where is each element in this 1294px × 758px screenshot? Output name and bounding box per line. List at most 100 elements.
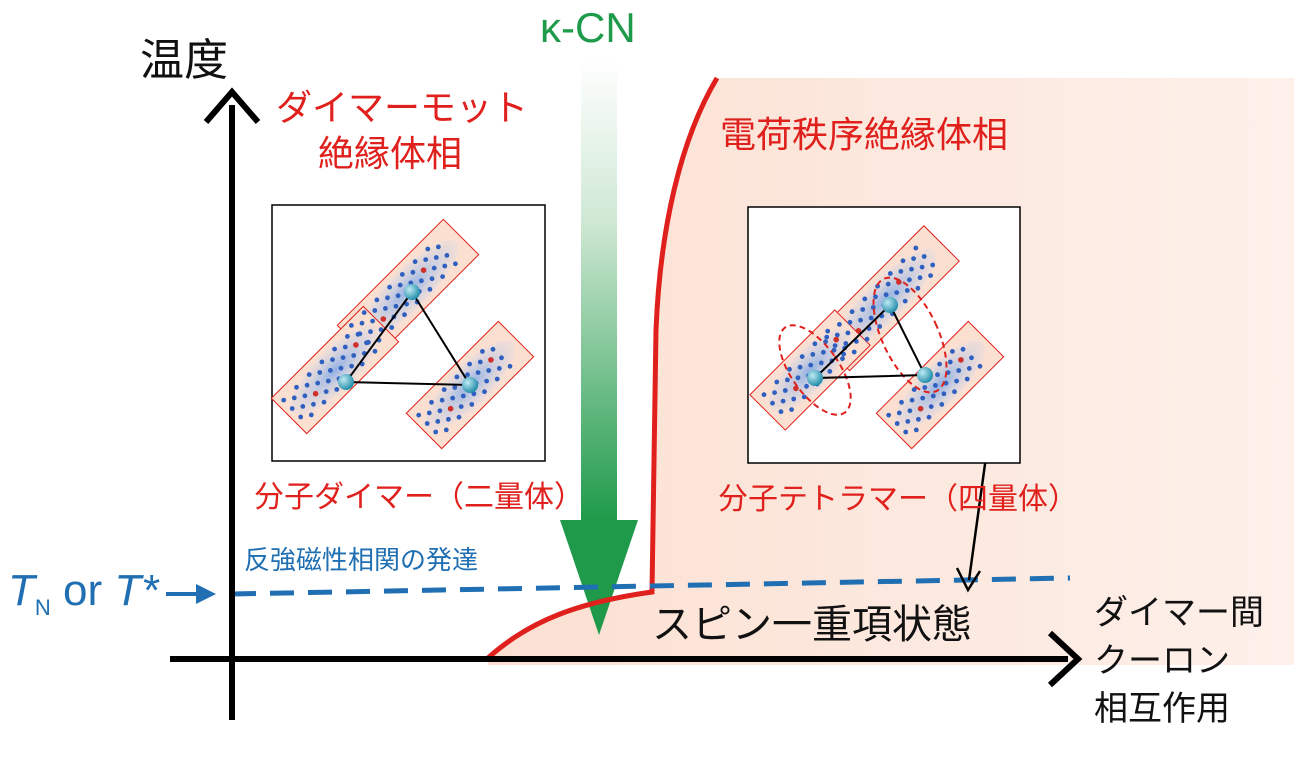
molecule-atom	[833, 336, 839, 343]
molecule-atom	[827, 369, 833, 374]
molecule-atom	[484, 378, 489, 384]
molecule-atom	[454, 374, 460, 380]
molecule-atom	[494, 376, 500, 382]
molecule-atom	[364, 340, 369, 346]
molecule-atom	[298, 414, 304, 420]
molecule-atom	[840, 356, 845, 362]
molecule-atom	[397, 282, 403, 288]
molecule-atom	[304, 382, 310, 388]
molecule-atom	[374, 297, 380, 303]
x-axis-label-line3: 相互作用	[1094, 689, 1230, 729]
molecule-atom	[426, 410, 432, 416]
dimer-mott-phase-label-line1: ダイマーモット	[276, 88, 529, 129]
molecule-atom	[312, 390, 319, 397]
molecule-atom	[824, 334, 830, 340]
molecule-atom	[898, 269, 904, 274]
molecule-atom	[896, 279, 902, 285]
molecule-atom	[389, 325, 395, 330]
molecule-atom	[941, 391, 947, 397]
molecule-atom	[913, 245, 919, 251]
molecule-atom	[868, 315, 874, 321]
molecule-atom	[471, 391, 477, 397]
molecule-atom	[490, 346, 496, 352]
molecule-atom	[444, 253, 450, 258]
molecule-atom	[899, 399, 904, 405]
molecule-atom	[467, 361, 472, 367]
molecule-atom	[958, 357, 964, 363]
x-axis	[170, 630, 1083, 688]
molecule-atom	[452, 385, 458, 390]
molecule-atom	[425, 246, 431, 252]
molecule-atom	[837, 322, 842, 327]
afm-correlation-label: 反強磁性相関の発達	[244, 546, 479, 576]
molecule-atom	[935, 372, 940, 378]
molecule-atom	[862, 296, 868, 302]
molecule-atom	[338, 365, 344, 371]
molecule-atom	[922, 385, 928, 390]
tn-marker-arrow	[166, 584, 216, 604]
molecule-atom	[412, 259, 418, 265]
molecule-atom	[896, 410, 902, 416]
molecule-atom	[883, 292, 889, 298]
molecule-atom	[419, 278, 424, 284]
molecule-atom	[791, 396, 797, 402]
molecule-atom	[349, 323, 354, 328]
molecule-atom	[306, 372, 312, 377]
molecule-atom	[372, 308, 378, 313]
molecule-atom	[429, 276, 435, 282]
molecule-atom	[887, 271, 893, 276]
molecule-atom	[795, 375, 801, 381]
dimer-mott-phase-label-line2: 絶縁体相	[318, 134, 463, 175]
molecule-atom	[427, 286, 433, 292]
molecule-atom	[325, 378, 331, 384]
molecule-atom	[469, 402, 475, 407]
molecule-atom	[823, 339, 828, 345]
molecule-atom	[431, 265, 437, 271]
molecule-atom	[424, 421, 430, 426]
molecule-atom	[907, 408, 913, 414]
molecule-atom	[808, 362, 814, 368]
molecule-atom	[433, 429, 439, 435]
molecule-atom	[873, 294, 878, 300]
molecule-atom	[904, 288, 910, 293]
molecule-atom	[858, 317, 863, 323]
molecule-atom	[907, 277, 912, 283]
molecule-atom	[334, 387, 340, 392]
tn-or-tstar-label: TN or T*	[8, 566, 158, 619]
y-axis-label: 温度	[140, 35, 228, 86]
molecule-atom	[801, 394, 807, 400]
afm-crossover-dashed-line	[231, 575, 1071, 597]
molecule-atom	[928, 404, 934, 409]
molecule-atom	[291, 395, 297, 401]
molecule-atom	[954, 378, 959, 384]
molecule-atom	[446, 416, 451, 422]
molecule-atom	[480, 349, 485, 354]
molecule-atom	[294, 384, 299, 390]
molecule-atom	[387, 284, 392, 290]
molecule-atom	[482, 389, 487, 395]
molecule-atom	[917, 405, 924, 412]
molecule-atom	[810, 352, 816, 357]
or-text: or	[50, 566, 115, 615]
molecule-atom	[845, 330, 851, 336]
molecule-atom	[886, 412, 892, 418]
molecule-atom	[911, 256, 916, 261]
molecule-atom	[440, 274, 445, 279]
molecule-atom	[821, 349, 826, 355]
x-axis-label-line2: クーロン	[1094, 641, 1230, 681]
molecule-atom	[393, 303, 399, 309]
molecule-atom	[383, 306, 388, 311]
molecule-atom	[328, 368, 333, 373]
x-axis-label-line1: ダイマー間	[1094, 593, 1264, 633]
molecule-atom	[937, 361, 942, 367]
molecule-atom	[780, 398, 786, 404]
tetramer-illustration	[747, 206, 1021, 464]
molecule-atom	[933, 383, 938, 388]
molecule-atom	[930, 262, 936, 268]
molecule-atom	[939, 402, 945, 407]
molecule-atom	[903, 429, 909, 435]
molecule-atom	[799, 354, 805, 359]
molecule-atom	[977, 363, 983, 369]
molecule-atom	[395, 293, 401, 299]
